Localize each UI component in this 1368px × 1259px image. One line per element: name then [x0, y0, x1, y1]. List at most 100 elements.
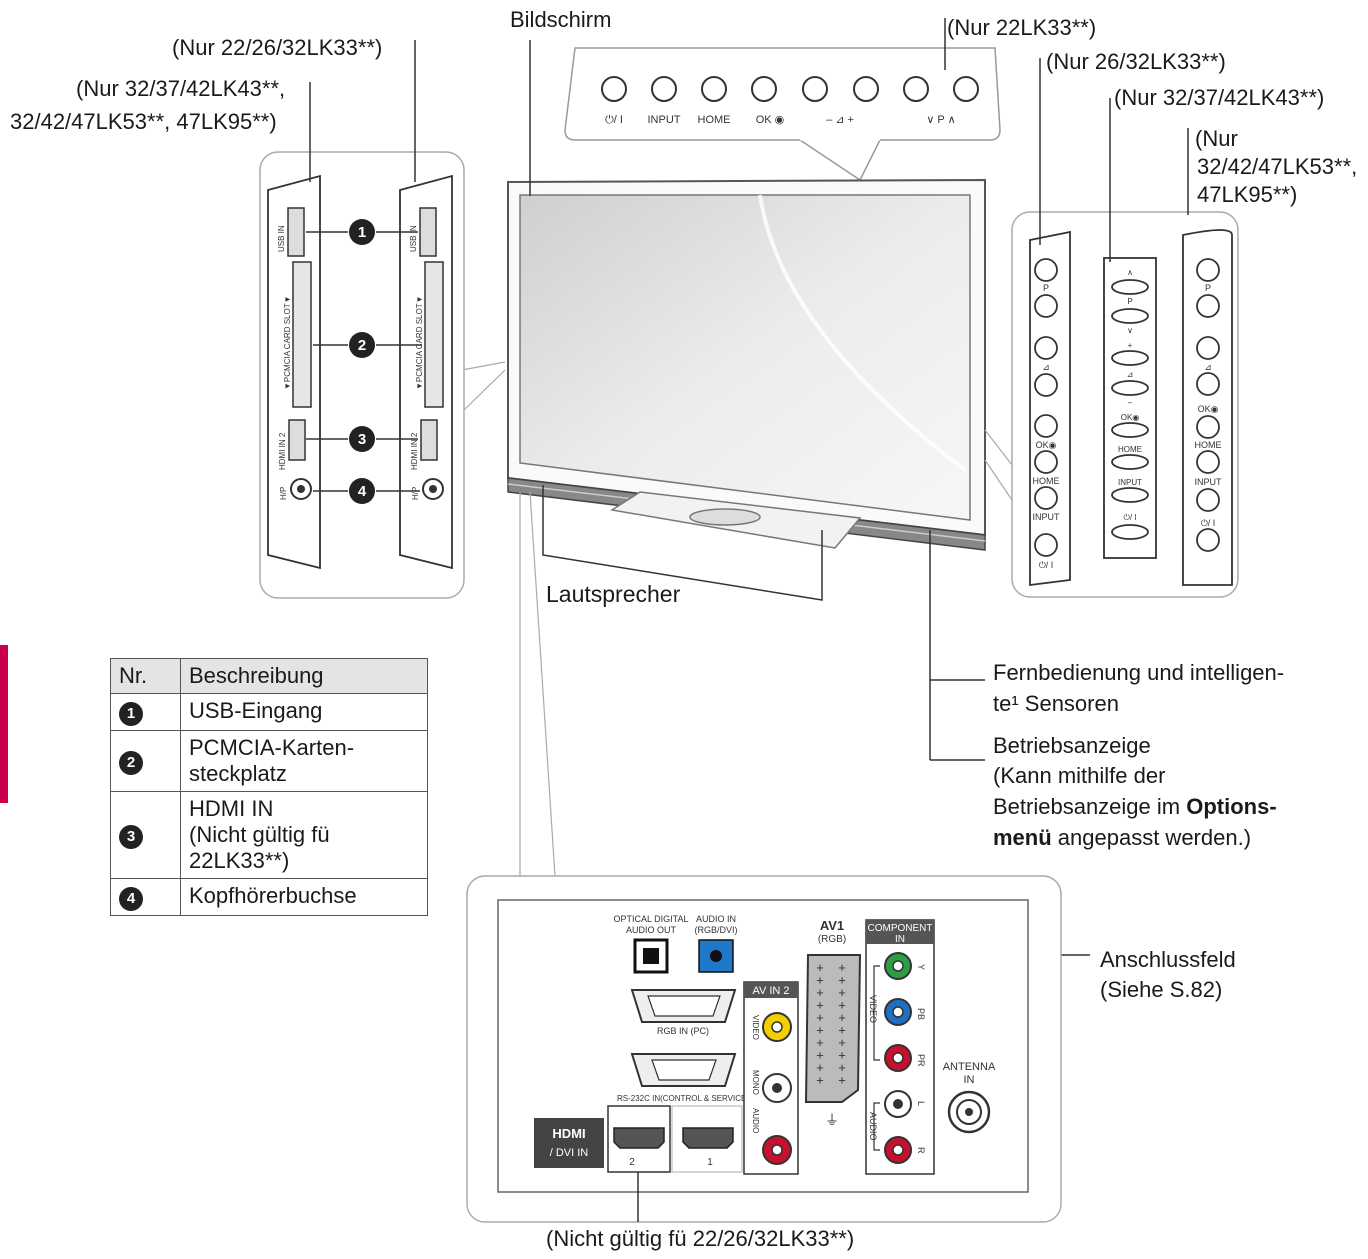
- label-fernbedienung-line2: te¹ Sensoren: [993, 691, 1119, 716]
- top-button-prog-down[interactable]: [903, 76, 929, 102]
- label-nur-32-37-42-right: (Nur 32/37/42LK43**): [1114, 85, 1325, 110]
- side-a-power[interactable]: [1034, 533, 1058, 557]
- label-nur-right-line1: (Nur: [1195, 126, 1238, 151]
- side-a-label-home: HOME: [1033, 476, 1060, 486]
- label-nur-right-line2: 32/42/47LK53**,: [1197, 154, 1358, 179]
- legend-line: (Nicht gültig fü: [189, 822, 330, 847]
- label-nur-32-37-42-line2: 32/42/47LK53**, 47LK95**): [10, 109, 277, 134]
- label-component: COMPONENT: [868, 923, 933, 934]
- label-dvi-in: / DVI IN: [550, 1147, 589, 1159]
- side-b-label-ok: OK◉: [1121, 413, 1140, 422]
- label-av1-rgb: (RGB): [818, 934, 846, 945]
- chapter-side-tab: [0, 645, 8, 803]
- label-fernbedienung-line1: Fernbedienung und intelligen-: [993, 660, 1285, 685]
- legend-line: steckplatz: [189, 761, 287, 786]
- side-a-ok[interactable]: [1034, 414, 1058, 438]
- side-b-label-up: ∧: [1127, 268, 1133, 277]
- legend-description: PCMCIA-Karten- steckplatz: [180, 730, 428, 792]
- scart-pin: +: [816, 1060, 824, 1075]
- side-a-prog-down[interactable]: [1034, 294, 1058, 318]
- label-betrieb-line3: Betriebsanzeige im Options-: [993, 793, 1277, 820]
- callout-2-num: 2: [358, 337, 366, 354]
- top-label-input: INPUT: [648, 114, 681, 126]
- top-button-vol-down[interactable]: [802, 76, 828, 102]
- side-c-prog-up[interactable]: [1196, 258, 1220, 282]
- top-button-input[interactable]: [651, 76, 677, 102]
- tv-body: [507, 178, 986, 551]
- label-antenna-in: IN: [964, 1074, 975, 1086]
- legend-number-1: 1: [119, 702, 143, 726]
- label-nur-26-32: (Nur 26/32LK33**): [1046, 49, 1226, 74]
- label-nur-22: (Nur 22LK33**): [947, 15, 1097, 40]
- side-b-input[interactable]: [1111, 487, 1149, 503]
- side-c-vol-up[interactable]: [1196, 336, 1220, 360]
- callout-1-num: 1: [358, 224, 366, 241]
- side-a-home[interactable]: [1034, 450, 1058, 474]
- side-c-home[interactable]: [1196, 450, 1220, 474]
- label-anschluss-line1: Anschlussfeld: [1100, 947, 1236, 972]
- side-a-input[interactable]: [1034, 486, 1058, 510]
- legend-table: Nr. Beschreibung 1 USB-Eingang 2 PCMCIA-…: [110, 658, 428, 916]
- side-c-ok[interactable]: [1196, 415, 1220, 439]
- legend-description: Kopfhörerbuchse: [180, 878, 428, 916]
- legend-header-beschreibung: Beschreibung: [180, 658, 428, 694]
- side-c-label-home: HOME: [1195, 440, 1222, 450]
- label-av-in2: AV IN 2: [752, 985, 789, 997]
- side-a-prog-up[interactable]: [1034, 258, 1058, 282]
- side-label-pcmcia-right: ▼PCMCIA CARD SLOT▼: [415, 295, 424, 390]
- scart-symbol: ⏚: [825, 1112, 839, 1128]
- side-c-vol-down[interactable]: [1196, 372, 1220, 396]
- top-button-vol-up[interactable]: [853, 76, 879, 102]
- hdmi-port-1[interactable]: [682, 1127, 734, 1149]
- label-nur-32-37-42-line1: (Nur 32/37/42LK43**,: [76, 76, 286, 101]
- scart-pin: +: [838, 985, 846, 1000]
- scart-pin: +: [816, 1023, 824, 1038]
- side-b-label-input: INPUT: [1118, 478, 1142, 487]
- side-b-ok[interactable]: [1111, 422, 1149, 438]
- scart-pin: +: [838, 1010, 846, 1025]
- scart-pin: +: [838, 998, 846, 1013]
- label-audio-in-2: (RGB/DVI): [694, 925, 737, 935]
- side-a-vol-up[interactable]: [1034, 336, 1058, 360]
- label-nur-22-26-32: (Nur 22/26/32LK33**): [172, 35, 383, 60]
- scart-pin: +: [816, 960, 824, 975]
- top-button-ok[interactable]: [751, 76, 777, 102]
- label-lautsprecher: Lautsprecher: [546, 581, 681, 607]
- legend-number-2: 2: [119, 751, 143, 775]
- side-b-home[interactable]: [1111, 454, 1149, 470]
- side-b-power[interactable]: [1111, 524, 1149, 540]
- legend-description: HDMI IN (Nicht gültig fü 22LK33**): [180, 791, 428, 879]
- side-label-pcmcia-left: ▼PCMCIA CARD SLOT▼: [283, 295, 292, 390]
- label-betrieb-line2: (Kann mithilfe der: [993, 763, 1166, 788]
- scart-pin: +: [838, 1035, 846, 1050]
- top-button-prog-up[interactable]: [953, 76, 979, 102]
- callout-3-num: 3: [358, 431, 366, 448]
- top-button-power[interactable]: [601, 76, 627, 102]
- side-c-label-power: ⏻/ I: [1201, 518, 1216, 528]
- top-label-program: ∨ P ∧: [926, 114, 955, 126]
- side-b-vol-down[interactable]: [1111, 380, 1149, 396]
- scart-pin: +: [816, 1048, 824, 1063]
- scart-pin: +: [816, 998, 824, 1013]
- side-c-input[interactable]: [1196, 488, 1220, 512]
- side-c-power[interactable]: [1196, 528, 1220, 552]
- label-anschluss-line2: (Siehe S.82): [1100, 977, 1223, 1002]
- side-b-prog-down[interactable]: [1111, 308, 1149, 324]
- side-button-panels: P ⊿ OK◉ HOME INPUT ⏻/ I ∧ P ∨ + ⊿ – OK◉: [1011, 58, 1239, 598]
- side-a-label-vol: ⊿: [1042, 362, 1050, 372]
- side-c-prog-down[interactable]: [1196, 294, 1220, 318]
- side-a-label-input: INPUT: [1033, 512, 1061, 522]
- side-b-label-vol: ⊿: [1127, 370, 1134, 379]
- label-betrieb-line3-b: Options-: [1186, 794, 1277, 819]
- hdmi-port-2[interactable]: [613, 1127, 665, 1149]
- top-button-home[interactable]: [701, 76, 727, 102]
- side-b-vol-up[interactable]: [1111, 350, 1149, 366]
- side-a-vol-down[interactable]: [1034, 373, 1058, 397]
- av1-scart-port[interactable]: [804, 954, 862, 1103]
- side-c-label-input: INPUT: [1195, 477, 1223, 487]
- label-optical-2: AUDIO OUT: [626, 925, 677, 935]
- side-b-prog-up[interactable]: [1111, 279, 1149, 295]
- label-betrieb-line3-a: Betriebsanzeige im: [993, 794, 1187, 819]
- scart-pin: +: [838, 1073, 846, 1088]
- label-bildschirm: Bildschirm: [510, 7, 612, 32]
